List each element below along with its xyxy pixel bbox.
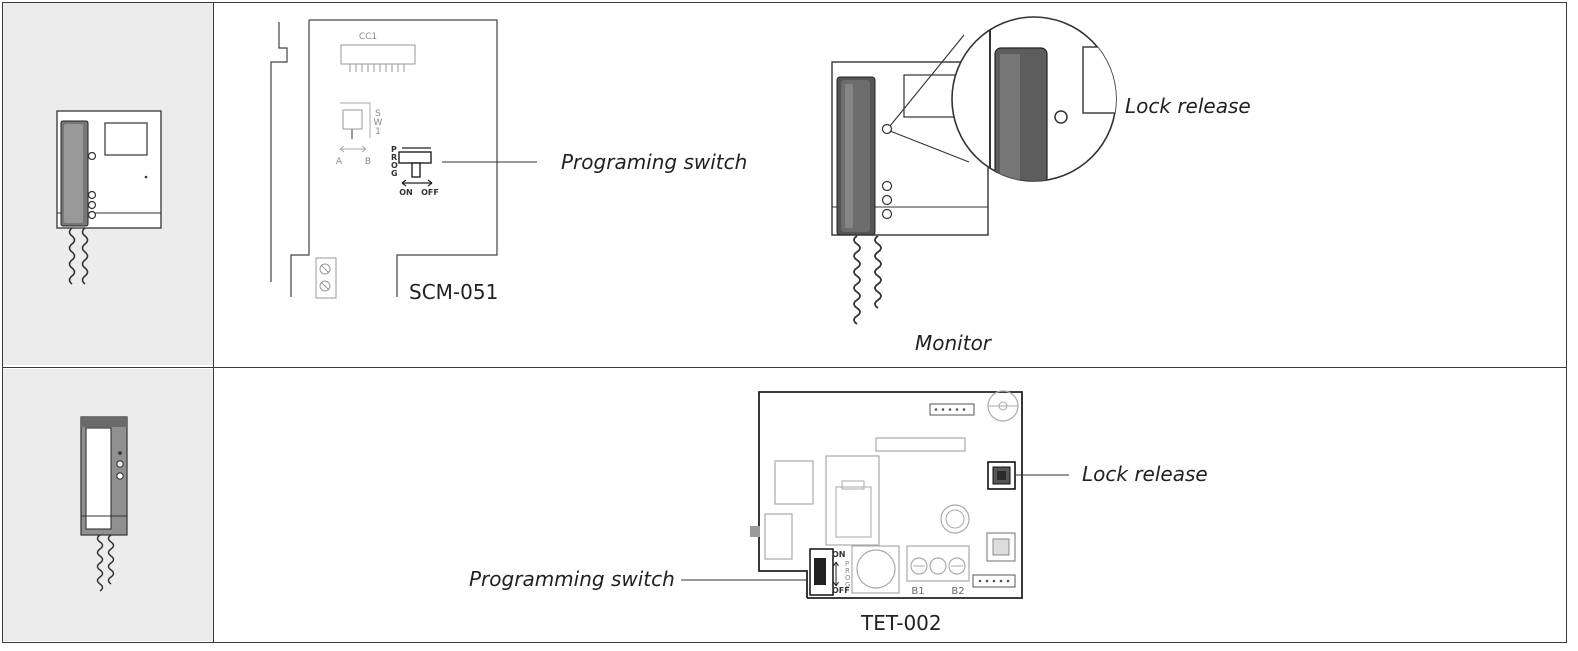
- monitor-caption: Monitor: [915, 331, 993, 355]
- table-border-left: [2, 2, 3, 643]
- lock-release-button-small: [881, 123, 893, 135]
- tet-switch-on-label: ON: [832, 550, 846, 559]
- table-border-top: [2, 2, 1567, 3]
- monitor-diagram: Lock release Monitor: [831, 16, 1251, 355]
- lock-release-button: [987, 461, 1016, 490]
- handset-thumbnail-icon: [80, 416, 128, 592]
- scm-051-model-label: SCM-051: [409, 280, 498, 304]
- monitor-lock-release-callout: Lock release: [1125, 94, 1251, 118]
- tet-terminal-block: B1 B2: [906, 545, 970, 597]
- table-border-right: [1566, 2, 1567, 643]
- programing-switch-callout: Programing switch: [561, 150, 747, 174]
- jumper-position-b: B: [365, 157, 371, 167]
- terminal-b2-label: B2: [951, 586, 964, 597]
- jumper-position-a: A: [336, 157, 343, 167]
- tet-programming-switch-callout: Programming switch: [469, 567, 675, 591]
- switch-off-label: OFF: [421, 188, 439, 197]
- cc1-label: CC1: [359, 32, 377, 42]
- tet-lock-release-callout: Lock release: [1082, 462, 1208, 486]
- tet-switch-off-label: OFF: [832, 586, 850, 595]
- cc1-connector: CC1: [340, 32, 416, 72]
- terminal-block: [315, 257, 337, 299]
- magnifier-lens: [951, 16, 1117, 182]
- table-border-bottom: [2, 642, 1567, 643]
- monitor-thumbnail-icon: [56, 110, 162, 285]
- column-divider: [213, 2, 214, 643]
- switch-on-label: ON: [399, 188, 413, 197]
- tet-002-model-label: TET-002: [860, 611, 942, 635]
- terminal-b1-label: B1: [911, 586, 924, 597]
- row-divider: [2, 367, 1567, 368]
